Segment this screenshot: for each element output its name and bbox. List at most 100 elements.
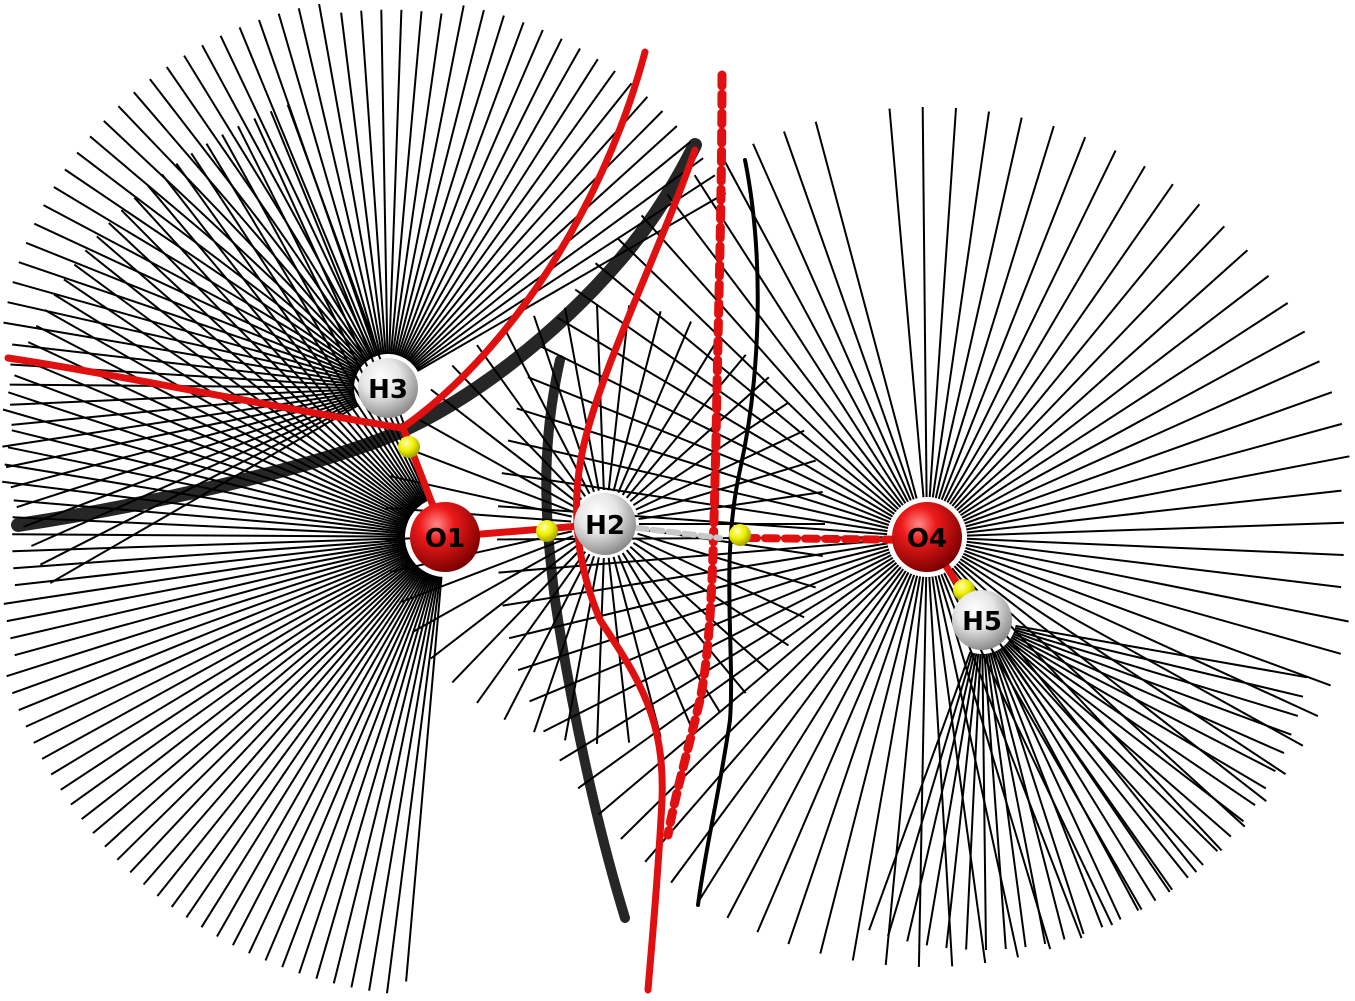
gradient-line-o1 (3, 542, 406, 605)
gradient-line-h5 (991, 651, 1085, 935)
gradient-line-o1 (281, 574, 432, 968)
gradient-line-o1 (4, 463, 406, 532)
gradient-line-o1 (81, 560, 415, 820)
bcp-h2-o4 (729, 524, 751, 546)
gradient-line-h3 (33, 222, 358, 375)
gradient-line-h3 (391, 13, 443, 355)
gradient-line-h5 (1014, 628, 1299, 717)
gradient-line-o1 (170, 568, 423, 908)
gradient-line-o4 (962, 552, 1319, 718)
gradient-line-h3 (413, 141, 692, 368)
gradient-line-h2 (385, 506, 572, 523)
gradient-line-o4 (783, 131, 915, 500)
gradient-line-h5 (1014, 626, 1304, 698)
gradient-line-o4 (752, 143, 912, 501)
gradient-line-o1 (216, 571, 427, 937)
gradient-line-h5 (1002, 645, 1189, 879)
gradient-line-h5 (925, 653, 978, 946)
gradient-line-h2 (625, 354, 747, 499)
gradient-line-h2 (612, 310, 662, 492)
gradient-line-h3 (18, 261, 357, 378)
gradient-line-o4 (577, 559, 896, 790)
gradient-line-o1 (104, 563, 417, 848)
gradient-line-h5 (985, 653, 1027, 948)
gradient-line-o4 (726, 571, 910, 919)
gradient-line-o4 (819, 575, 919, 954)
gradient-line-h3 (64, 168, 361, 370)
gradient-line-o4 (543, 554, 892, 733)
gradient-line-o4 (940, 136, 1087, 501)
gradient-line-h3 (238, 27, 377, 357)
gradient-line-o4 (943, 150, 1117, 502)
gradient-line-h2 (617, 321, 692, 494)
gradient-line-h3 (405, 58, 599, 360)
gradient-line-o4 (963, 360, 1320, 522)
gradient-line-h2 (621, 335, 721, 496)
gradient-line-h3 (380, 9, 389, 355)
gradient-line-o1 (368, 576, 440, 991)
gradient-line-h3 (393, 5, 465, 355)
gradient-line-h3 (43, 204, 359, 373)
gradient-line-o1 (41, 555, 411, 760)
gradient-line-h3 (23, 399, 357, 528)
gradient-line-h3 (397, 15, 505, 356)
gradient-line-o4 (934, 117, 1023, 499)
gradient-line-o4 (937, 125, 1055, 500)
gradient-line-h2 (637, 532, 816, 589)
gradient-line-h3 (406, 70, 616, 361)
gradient-line-o4 (597, 562, 898, 816)
gradient-line-o1 (12, 533, 406, 538)
gradient-line-h5 (965, 653, 982, 950)
gradient-line-o4 (559, 556, 894, 762)
gradient-line-o1 (14, 546, 407, 657)
gradient-line-h5 (1008, 639, 1245, 823)
gradient-line-o4 (966, 537, 1344, 556)
gradient-line-h5 (981, 653, 987, 951)
gradient-line-o4 (787, 574, 916, 945)
bond-critical-points (398, 436, 975, 601)
gradient-line-o1 (92, 562, 416, 834)
gradient-separatrix-bundles (11, 138, 760, 923)
gradient-line-o1 (84, 249, 415, 513)
gradient-line-o4 (917, 576, 928, 967)
gradient-line-h2 (635, 429, 805, 511)
gradient-line-o4 (644, 566, 902, 863)
gradient-line-o1 (332, 575, 437, 984)
gradient-line-h3 (258, 19, 378, 357)
gradient-line-o4 (961, 555, 1304, 747)
gradient-line-o1 (405, 576, 443, 982)
gradient-line-o1 (161, 173, 422, 507)
gradient-line-h3 (398, 21, 525, 357)
atoms: H3 O1 H2 O4 H5 (358, 358, 1012, 650)
gradient-line-h3 (117, 105, 366, 365)
atom-h5: H5 (952, 590, 1012, 650)
gradient-line-o4 (507, 439, 889, 529)
gradient-line-h3 (76, 151, 362, 369)
gradient-line-o1 (44, 309, 411, 519)
gradient-line-h3 (25, 241, 357, 377)
gradient-line-h5 (906, 652, 976, 942)
gradient-line-o4 (527, 376, 891, 524)
gradient-bundle-center (541, 355, 630, 923)
gradient-line-h3 (7, 301, 356, 382)
gradient-line-o1 (7, 391, 408, 526)
gradient-line-h5 (995, 650, 1122, 920)
gradient-line-o1 (60, 558, 413, 791)
gradient-line-o4 (961, 330, 1306, 519)
gradient-line-o4 (965, 546, 1342, 655)
gradient-line-h5 (1006, 641, 1232, 838)
gradient-line-o4 (620, 564, 900, 840)
atom-label-h2: H2 (585, 511, 625, 541)
gradient-line-h2 (635, 537, 805, 619)
gradient-line-o1 (50, 556, 412, 776)
gradient-line-h3 (395, 9, 485, 356)
gradient-line-h3 (318, 3, 383, 355)
gradient-line-h5 (999, 648, 1157, 902)
gradient-line-h5 (993, 651, 1104, 928)
gradient-line-h3 (201, 44, 373, 359)
gradient-line-h5 (1005, 643, 1219, 852)
gradient-line-o4 (931, 111, 990, 498)
gradient-line-o1 (129, 565, 419, 874)
gradient-line-h3 (402, 38, 563, 359)
